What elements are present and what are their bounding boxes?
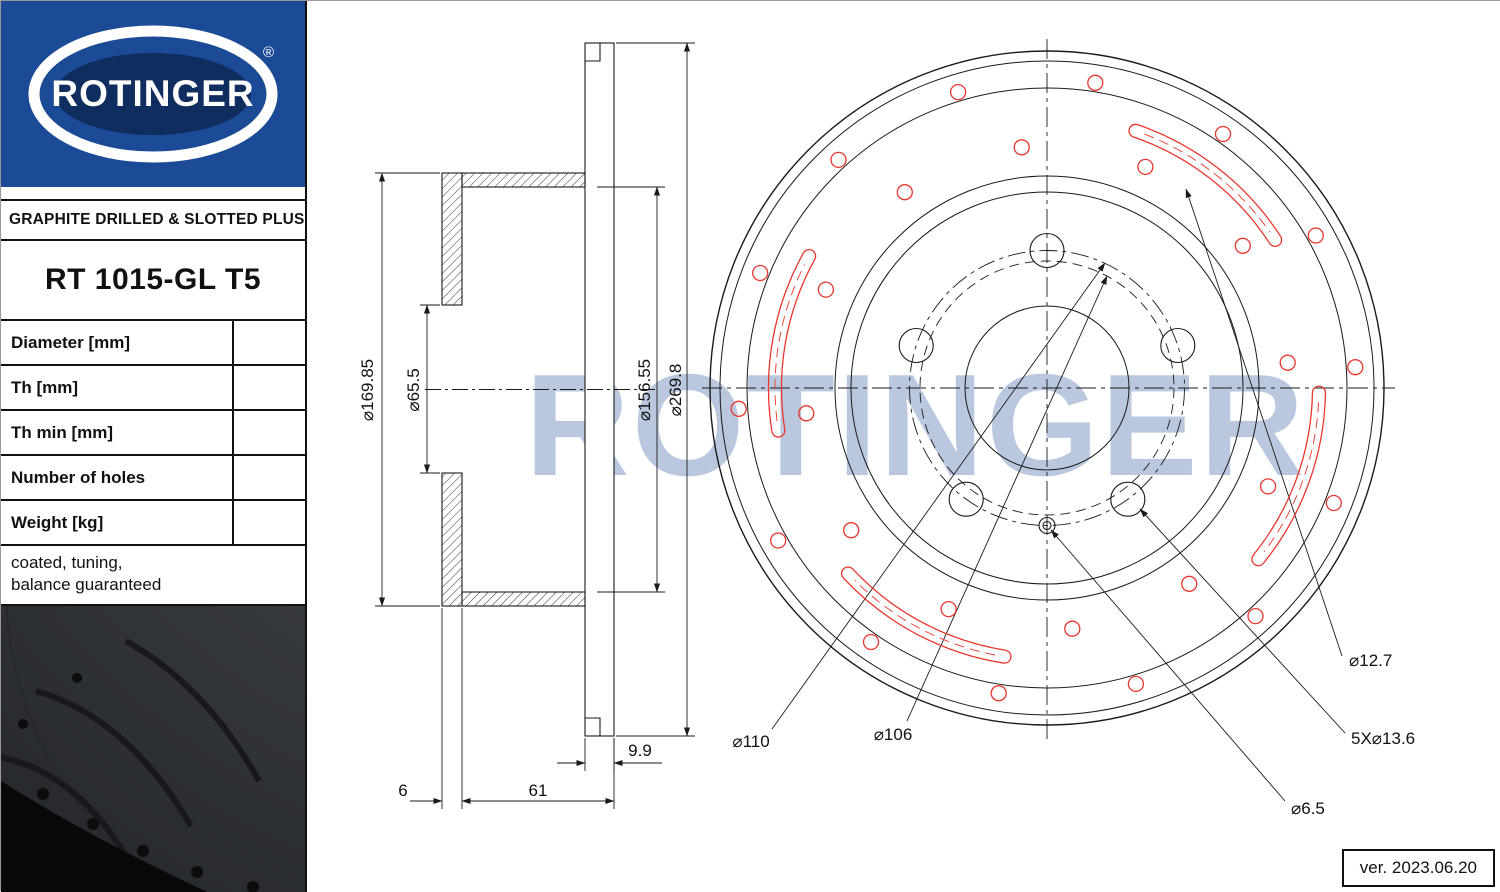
bolt-holes (898, 232, 1196, 517)
hat-web-bottom (461, 591, 586, 607)
model-number-text: RT 1015-GL T5 (44, 263, 262, 296)
product-line-text: GRAPHITE DRILLED & SLOTTED PLUS (9, 211, 305, 228)
drawing-area: ROTINGER (307, 1, 1500, 892)
spec-value (232, 411, 305, 454)
spec-label: Weight [kg] (11, 512, 104, 532)
dim-pin-hole-label: ⌀6.5 (1291, 799, 1325, 818)
version-text: ver. 2023.06.20 (1359, 858, 1477, 877)
version-box: ver. 2023.06.20 (1341, 849, 1495, 887)
spec-row-holes: Number of holes (1, 456, 305, 501)
spec-label: Th min [mm] (11, 422, 113, 442)
front-dimension-labels: ⌀110 ⌀106 ⌀12.7 5X⌀13.6 ⌀6.5 (732, 651, 1415, 818)
spec-row-diameter: Diameter [mm] (1, 321, 305, 366)
front-view (702, 39, 1395, 802)
brand-header: ROTINGER ® (1, 1, 305, 187)
spec-value (232, 366, 305, 409)
dim-hub-diameter-label: ⌀106 (874, 725, 913, 744)
section-dimension-labels: ⌀169.85 ⌀65.5 ⌀156.55 ⌀269.8 9.9 6 61 (358, 359, 685, 800)
spec-label: Diameter [mm] (11, 332, 131, 352)
dim-inner-friction-diameter-label: ⌀156.55 (635, 359, 654, 421)
sidebar: ROTINGER ® GRAPHITE DRILLED & SLOTTED PL… (1, 1, 307, 892)
dim-drill-hole-label: ⌀12.7 (1349, 651, 1392, 670)
dim-bore-diameter-label: ⌀65.5 (404, 368, 423, 411)
product-line-label: GRAPHITE DRILLED & SLOTTED PLUS (1, 199, 305, 241)
hub-wall-top (441, 172, 463, 306)
note-line-1: coated, tuning, (11, 553, 123, 572)
spec-label: Th [mm] (11, 377, 79, 397)
technical-drawing: ⌀169.85 ⌀65.5 ⌀156.55 ⌀269.8 9.9 6 61 (358, 39, 1415, 818)
dim-outer-diameter-label: ⌀269.8 (666, 364, 685, 417)
note-text: coated, tuning, balance guaranteed (1, 546, 305, 607)
dim-bolt-circle-label: ⌀110 (732, 732, 769, 751)
dim-bolt-holes-label: 5X⌀13.6 (1351, 729, 1415, 748)
drilled-holes-and-slots (730, 74, 1364, 702)
product-photo (1, 606, 305, 892)
spec-value (232, 321, 305, 364)
dim-overall-height-label: 61 (529, 781, 548, 800)
logo-text: ROTINGER (51, 73, 254, 114)
section-view (425, 42, 655, 737)
spec-value (232, 501, 305, 544)
dim-hat-diameter-label: ⌀169.85 (358, 359, 377, 421)
model-number: RT 1015-GL T5 (1, 241, 305, 321)
spec-row-th: Th [mm] (1, 366, 305, 411)
spec-row-th-min: Th min [mm] (1, 411, 305, 456)
rotinger-logo: ROTINGER ® (25, 21, 281, 167)
registered-mark: ® (263, 44, 274, 61)
spec-value (232, 456, 305, 499)
dim-wall-thickness-label: 6 (398, 781, 407, 800)
pin-hole (1038, 516, 1056, 535)
dim-friction-thickness-label: 9.9 (628, 741, 652, 760)
spec-table: Diameter [mm] Th [mm] Th min [mm] Number… (1, 321, 305, 546)
hub-wall-bottom (441, 472, 463, 607)
note-line-2: balance guaranteed (11, 575, 162, 595)
leader-lines (771, 188, 1346, 802)
spec-label: Number of holes (11, 467, 146, 487)
brake-disc-photo-graphic (1, 606, 305, 892)
section-dimensions (375, 42, 695, 809)
hat-web-top (461, 172, 586, 188)
rotinger-logo-graphic: ROTINGER ® (28, 25, 278, 163)
spec-row-weight: Weight [kg] (1, 501, 305, 546)
